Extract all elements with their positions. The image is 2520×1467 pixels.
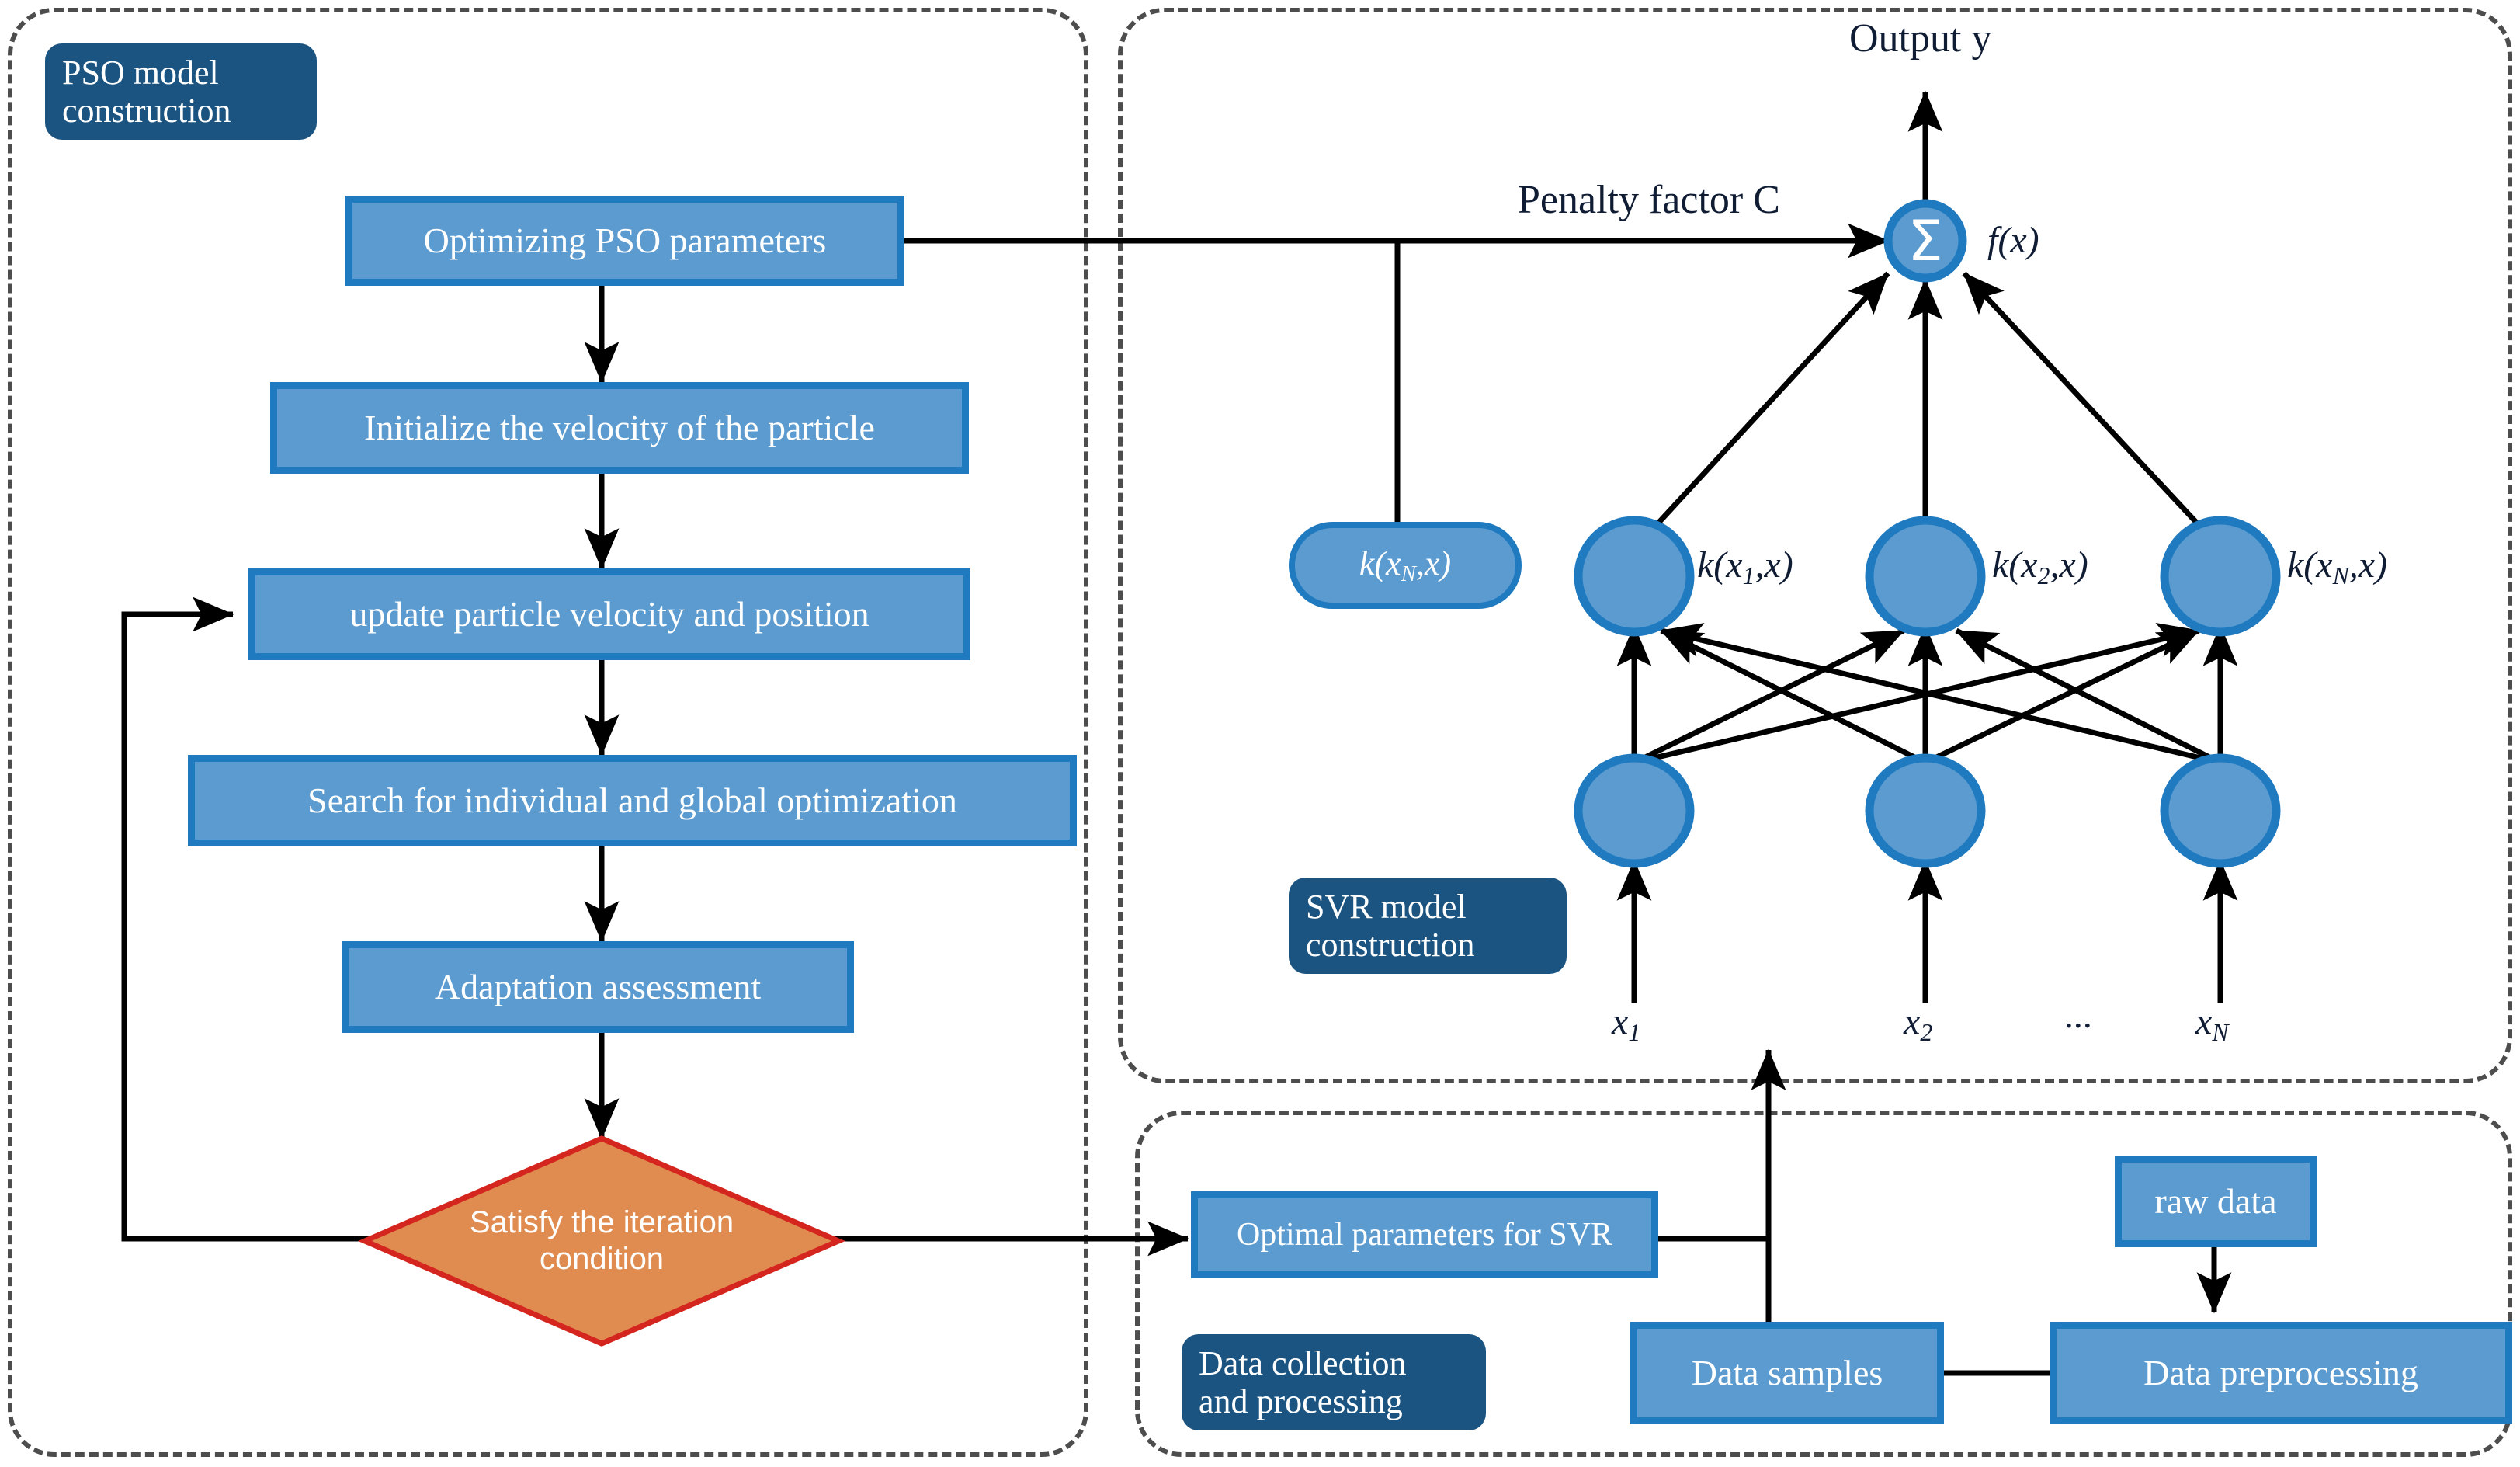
svr-output-label: Output y [1849, 16, 1991, 61]
svr-fx-label: f(x) [1987, 219, 2039, 262]
pso-step-label: update particle velocity and position [349, 593, 870, 634]
pso-step-label: Optimizing PSO parameters [423, 220, 827, 260]
svr-kernel-pill-node[interactable]: k(xN,x) [1289, 522, 1522, 609]
panel-tag-svr: SVR model construction [1289, 878, 1567, 974]
svr-output-text: Output y [1849, 16, 1992, 61]
data-optimal-parameters-box[interactable]: Optimal parameters for SVR [1191, 1191, 1658, 1278]
kernel-tail: ,x) [1755, 544, 1793, 586]
svr-input-label-x1: x1 [1612, 1000, 1640, 1047]
svr-nodes [1574, 199, 2281, 868]
data-box-label: raw data [2154, 1180, 2277, 1221]
svr-input-label-x2: x2 [1904, 1000, 1932, 1047]
kernel-base: k(x [1697, 544, 1743, 586]
input-base: x [1612, 1001, 1629, 1042]
pill-tail: ,x) [1415, 544, 1452, 582]
data-box-label: Data samples [1691, 1352, 1883, 1392]
pill-label: k(xN,x) [1359, 544, 1451, 587]
panel-tag-svr-label: SVR model construction [1306, 887, 1475, 964]
decision-line-2: condition [539, 1242, 665, 1276]
svr-kernel-label-2: k(x2,x) [1992, 544, 2088, 590]
pso-decision-iteration-condition[interactable]: Satisfy the iteration condition [365, 1138, 838, 1344]
data-preprocessing-box[interactable]: Data preprocessing [2050, 1322, 2512, 1424]
panel-data [1135, 1111, 2512, 1457]
panel-tag-pso-label: PSO model construction [62, 53, 231, 130]
svr-penalty-factor-label: Penalty factor C [1518, 177, 1780, 223]
pso-step-search-optimization[interactable]: Search for individual and global optimiz… [188, 755, 1077, 846]
panel-tag-data-label: Data collection and processing [1199, 1344, 1407, 1420]
ellipsis-text: ... [2065, 995, 2093, 1036]
kernel-tail: ,x) [2050, 544, 2088, 586]
decision-line-1: Satisfy the iteration [469, 1205, 734, 1239]
pso-step-optimizing-parameters[interactable]: Optimizing PSO parameters [345, 196, 904, 286]
pso-step-adaptation-assessment[interactable]: Adaptation assessment [342, 941, 854, 1033]
kernel-sub: 1 [1742, 561, 1755, 589]
decision-diamond [358, 1135, 845, 1347]
panel-pso [8, 8, 1088, 1457]
input-sub: N [2212, 1018, 2229, 1046]
data-box-label: Data preprocessing [2143, 1352, 2418, 1392]
svr-input-ellipsis: ... [2065, 994, 2093, 1037]
pso-step-update-velocity-position[interactable]: update particle velocity and position [248, 568, 970, 660]
svr-penalty-text: Penalty factor C [1518, 178, 1780, 222]
kernel-tail: ,x) [2348, 544, 2388, 586]
data-box-label: Optimal parameters for SVR [1236, 1216, 1613, 1253]
svr-fx-text: f(x) [1987, 220, 2039, 261]
input-base: x [2195, 1001, 2213, 1042]
data-raw-data-box[interactable]: raw data [2115, 1156, 2317, 1247]
kernel-base: k(x [2287, 544, 2333, 586]
kernel-sub: 2 [2037, 561, 2050, 589]
svr-kernel-label-n: k(xN,x) [2287, 544, 2387, 590]
svr-input-label-xn: xN [2195, 1000, 2228, 1047]
sum-node-symbol: Σ [1888, 200, 1963, 281]
panel-tag-data: Data collection and processing [1182, 1334, 1486, 1430]
input-sub: 2 [1920, 1018, 1933, 1046]
kernel-sub: N [2332, 561, 2349, 589]
pill-sub: N [1401, 561, 1416, 587]
data-samples-box[interactable]: Data samples [1630, 1322, 1944, 1424]
pso-step-label: Search for individual and global optimiz… [307, 780, 957, 820]
input-base: x [1904, 1001, 1921, 1042]
svr-kernel-label-1: k(x1,x) [1697, 544, 1793, 590]
pso-step-label: Initialize the velocity of the particle [364, 407, 875, 447]
pso-step-initialize-velocity[interactable]: Initialize the velocity of the particle [270, 382, 969, 474]
kernel-base: k(x [1992, 544, 2038, 586]
pill-base: k(x [1359, 544, 1401, 582]
sigma-icon: Σ [1907, 208, 1943, 273]
panel-tag-pso: PSO model construction [45, 43, 317, 140]
panel-svr [1118, 8, 2512, 1083]
input-sub: 1 [1628, 1018, 1641, 1046]
pso-step-label: Adaptation assessment [434, 966, 762, 1006]
